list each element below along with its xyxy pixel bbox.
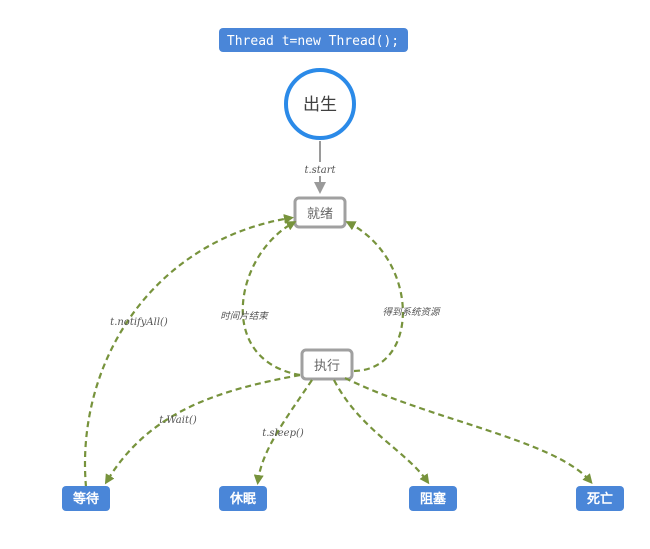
time-slice-label: 时间片结束 — [220, 311, 269, 322]
start-edge: t.start — [304, 141, 337, 194]
running-label: 执行 — [314, 359, 340, 374]
notify-all-label: t.notifyAll() — [110, 317, 168, 328]
got-resources-label: 得到系统资源 — [382, 306, 441, 318]
waiting-label: 等待 — [72, 491, 99, 507]
sleeping-node: 休眠 — [219, 486, 267, 511]
running-node: 执行 — [300, 348, 354, 381]
start-label: t.start — [304, 165, 336, 176]
dead-label: 死亡 — [587, 491, 613, 507]
dead-node: 死亡 — [576, 486, 624, 511]
ready-label: 就绪 — [307, 207, 333, 222]
dead-edge — [344, 377, 593, 485]
wait-edge: t.Wait() — [104, 373, 301, 485]
waiting-node: 等待 — [62, 486, 110, 511]
sleep-edge: t.sleep() — [253, 379, 313, 485]
time-slice-edge: 时间片结束 — [220, 221, 301, 377]
birth-label: 出生 — [303, 95, 337, 115]
code-text: Thread t=new Thread(); — [227, 34, 399, 49]
got-resources-edge: 得到系统资源 — [345, 221, 441, 373]
code-pill: Thread t=new Thread(); — [219, 28, 408, 52]
birth-node: 出生 — [284, 68, 356, 140]
notify-all-edge: t.notifyAll() — [83, 214, 294, 488]
sleeping-label: 休眠 — [229, 491, 256, 507]
wait-label: t.Wait() — [159, 415, 197, 426]
ready-node: 就绪 — [293, 196, 347, 229]
blocked-node: 阻塞 — [409, 486, 457, 511]
blocked-label: 阻塞 — [420, 491, 447, 507]
sleep-label: t.sleep() — [262, 428, 304, 439]
blocked-edge — [333, 379, 430, 485]
